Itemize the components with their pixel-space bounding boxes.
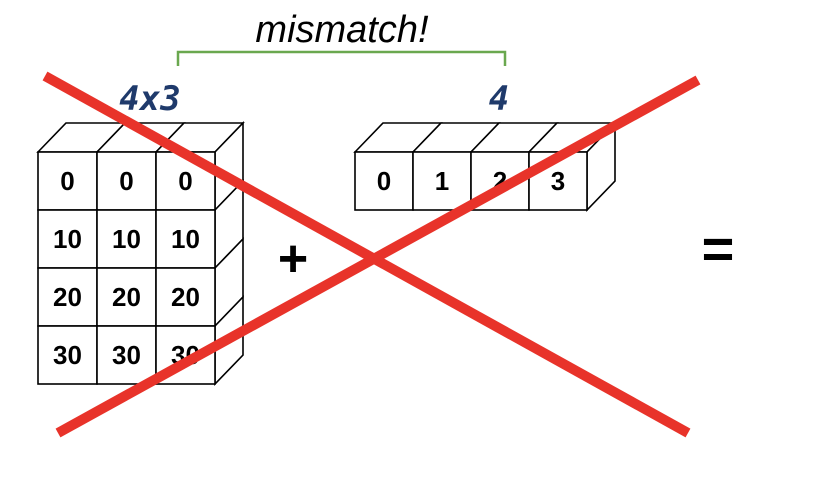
left-array-cell <box>155 267 216 327</box>
cross-line-descending <box>42 71 691 438</box>
plus-operator: + <box>278 230 308 288</box>
right-array-cell-value: 3 <box>551 166 565 196</box>
left-array-cell-value: 0 <box>60 166 74 196</box>
right-array-cell-value: 1 <box>435 166 449 196</box>
left-array-cell <box>37 267 98 327</box>
left-array-cell-value: 10 <box>112 224 141 254</box>
left-array-cell-value: 30 <box>53 340 82 370</box>
left-array-cell-value: 30 <box>112 340 141 370</box>
left-array-cell-value: 0 <box>178 166 192 196</box>
mismatch-bracket <box>176 50 507 66</box>
left-array-cell-value: 10 <box>53 224 82 254</box>
left-array-cell-value: 20 <box>112 282 141 312</box>
left-array-cell-value: 20 <box>171 282 200 312</box>
right-shape-label: 4 <box>489 79 509 119</box>
left-array-cell-value: 0 <box>119 166 133 196</box>
left-array-cell <box>96 325 157 385</box>
equals-sign: = <box>702 217 735 280</box>
cross-line-ascending <box>55 75 701 438</box>
right-array-cell <box>412 151 472 211</box>
left-array-cell-value: 20 <box>53 282 82 312</box>
mismatch-label: mismatch! <box>255 9 429 51</box>
right-array-cell-value: 0 <box>377 166 391 196</box>
left-shape-label: 4x3 <box>119 79 180 119</box>
left-array-cell-value: 10 <box>171 224 200 254</box>
left-array-cell <box>155 209 216 269</box>
